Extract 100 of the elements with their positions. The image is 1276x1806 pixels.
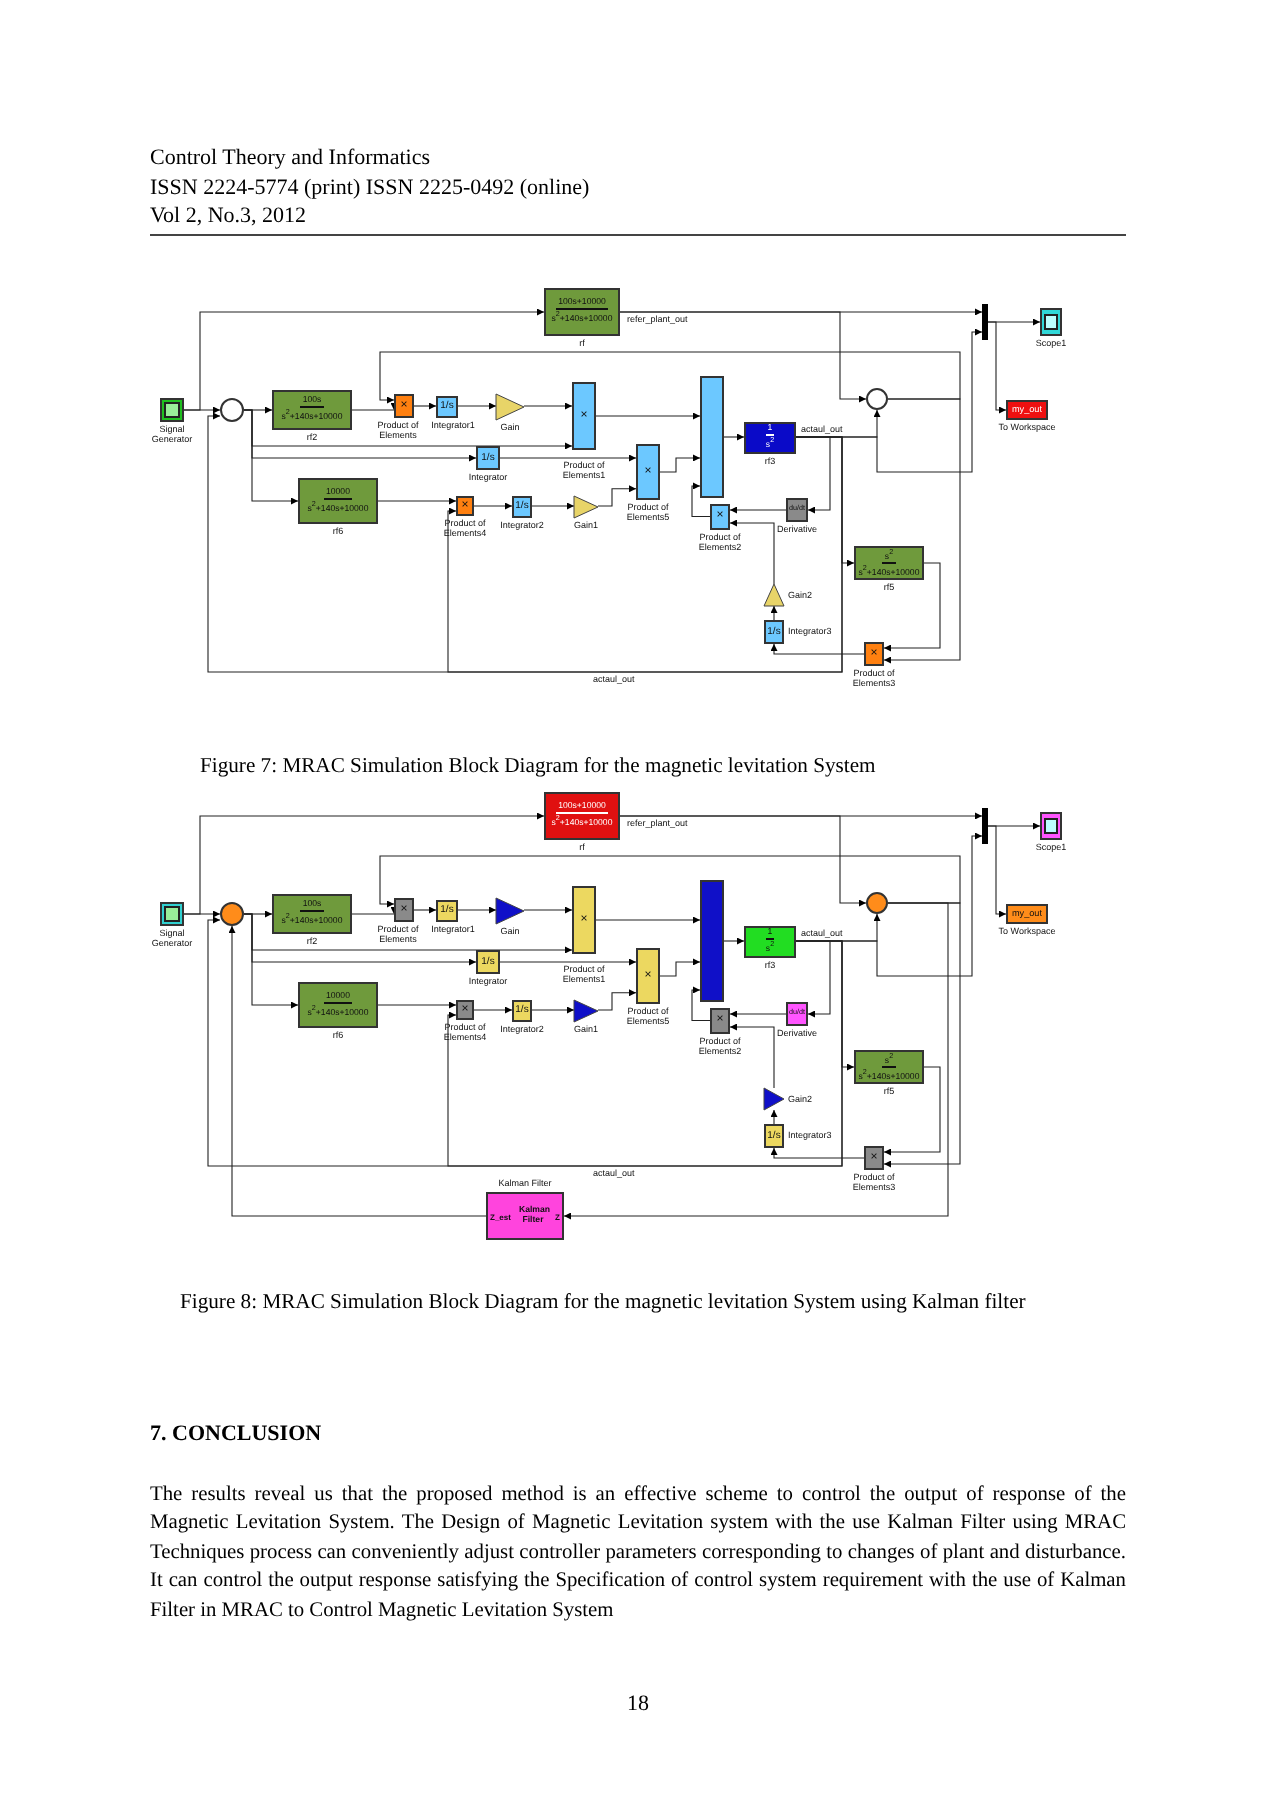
transfer-function-block	[744, 421, 796, 453]
integrator-block	[764, 1124, 784, 1148]
transfer-function-block	[544, 792, 620, 840]
signal-arrow	[595, 412, 701, 420]
integrator-block	[764, 620, 784, 644]
signal-arrow	[447, 436, 843, 673]
signal-arrow	[531, 502, 575, 510]
transfer-function-block	[272, 390, 352, 430]
signal-arrow	[883, 398, 961, 664]
product-block	[864, 642, 884, 666]
signal-arrow	[619, 812, 983, 820]
signal-arrow	[377, 497, 457, 505]
transfer-function-block	[744, 925, 796, 957]
signal-arrow	[987, 825, 1007, 918]
signal-arrow	[183, 812, 545, 915]
product-block	[394, 394, 414, 418]
transfer-function-block	[298, 982, 378, 1028]
section-heading: 7. CONCLUSION	[150, 1422, 324, 1449]
signal-arrow	[351, 907, 398, 915]
transfer-function-block	[272, 894, 352, 934]
header-text: Vol 2, No.3, 2012	[150, 204, 309, 231]
scope-block	[1040, 812, 1062, 840]
workspace-block	[1006, 400, 1048, 420]
signal-arrow	[659, 958, 701, 977]
signal-arrow	[595, 916, 701, 924]
signal-arrow	[729, 519, 775, 585]
integrator-block	[436, 395, 458, 417]
signal-generator-block	[160, 902, 184, 926]
gain-triangle	[574, 495, 598, 517]
signal-arrow	[619, 308, 983, 316]
sum-junction	[220, 902, 244, 926]
integrator-block	[512, 495, 532, 517]
signal-arrow	[691, 482, 711, 518]
transfer-function-block	[544, 288, 620, 336]
signal-arrow	[413, 402, 437, 410]
product-block	[572, 382, 596, 450]
signal-arrow	[883, 902, 961, 1168]
product-block	[456, 496, 474, 516]
signal-arrow	[597, 485, 637, 507]
sum-block	[700, 376, 724, 498]
signal-arrow	[499, 454, 637, 462]
signal-arrow	[447, 940, 843, 1167]
signal-arrow	[379, 351, 961, 404]
workspace-block	[1006, 904, 1048, 924]
integrator-block	[476, 446, 500, 470]
product-block	[572, 886, 596, 954]
signal-arrow	[987, 321, 1007, 414]
signal-arrow	[523, 906, 573, 914]
product-block	[456, 1000, 474, 1020]
signal-arrow	[770, 605, 778, 621]
product-block	[636, 444, 660, 500]
signal-arrow	[597, 989, 637, 1011]
signal-arrow	[563, 902, 949, 1220]
gain-triangle	[764, 584, 784, 606]
derivative-block	[786, 498, 808, 522]
integrator-block	[436, 899, 458, 921]
gain-triangle	[496, 393, 524, 419]
signal-arrow	[228, 925, 487, 1217]
signal-arrow	[523, 402, 573, 410]
signal-arrow	[379, 855, 961, 908]
signal-arrow	[351, 403, 398, 411]
header-text: Control Theory and Informatics	[150, 146, 433, 173]
product-block	[710, 503, 730, 530]
signal-arrow	[243, 913, 299, 1009]
product-block	[710, 1007, 730, 1034]
gain-triangle	[764, 1088, 784, 1110]
page-number: 18	[625, 1692, 651, 1719]
signal-arrow	[729, 1023, 775, 1089]
figure-caption: Figure 7: MRAC Simulation Block Diagram for the magnetic levitation System	[200, 754, 878, 781]
gain-triangle	[574, 999, 598, 1021]
figure-caption: Figure 8: MRAC Simulation Block Diagram for the magnetic levitation System using Kalman filter	[180, 1290, 1028, 1317]
derivative-block	[786, 1002, 808, 1026]
sum-block	[700, 880, 724, 1002]
signal-arrow	[723, 937, 745, 945]
integrator-block	[476, 950, 500, 974]
signal-arrow	[243, 409, 299, 505]
product-block	[394, 898, 414, 922]
signal-arrow	[883, 1066, 941, 1156]
transfer-function-block	[298, 478, 378, 524]
signal-arrow	[659, 454, 701, 473]
integrator-block	[512, 999, 532, 1021]
signal-arrow	[499, 958, 637, 966]
sum-junction	[866, 388, 888, 410]
header-text: ISSN 2224-5774 (print) ISSN 2225-0492 (online)	[150, 176, 592, 203]
product-block	[636, 948, 660, 1004]
signal-arrow	[770, 1147, 865, 1159]
signal-arrow	[457, 906, 497, 914]
signal-arrow	[723, 433, 745, 441]
signal-arrow	[691, 986, 711, 1022]
signal-arrow	[729, 506, 787, 514]
transfer-function-block	[854, 1050, 924, 1084]
mux-bar	[982, 304, 988, 340]
signal-arrow	[377, 1001, 457, 1009]
transfer-function-block	[854, 546, 924, 580]
signal-arrow	[413, 906, 437, 914]
signal-arrow	[770, 1109, 778, 1125]
product-block	[864, 1146, 884, 1170]
sum-junction	[220, 398, 244, 422]
body-paragraph: The results reveal us that the proposed method is an effective scheme to control the output of response of the Magnetic Levitation System. The Design of Magnetic Levitation system with the use Kalman Filter using MRAC Techniques process can conveniently adjust controller parameters corresponding to changes of plant and disturbance. It can control the output response satisfying the Specification of control system requirement with the use of Kalman Filter in MRAC to Control Magnetic Levitation System	[150, 1482, 1126, 1626]
signal-arrow	[770, 643, 865, 655]
